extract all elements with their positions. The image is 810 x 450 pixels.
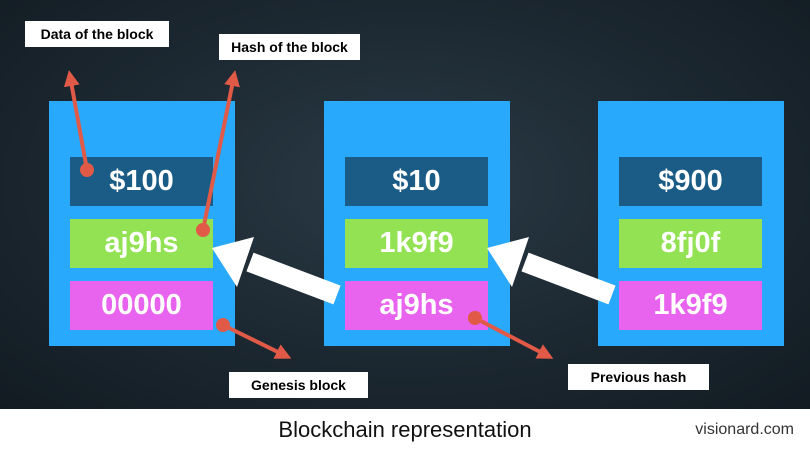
- label-hash-of-the-block: Hash of the block: [219, 34, 360, 60]
- block-3-hash: 8fj0f: [619, 219, 762, 268]
- annotation-arrow-data: [63, 70, 94, 177]
- block-3-prev-hash: 1k9f9: [619, 281, 762, 330]
- block-2-hash: 1k9f9: [345, 219, 488, 268]
- block-3-data: $900: [619, 157, 762, 206]
- brand-watermark: visionard.com: [695, 421, 794, 438]
- annotation-arrow-previous-hash: [468, 311, 554, 359]
- block-2-data: $10: [345, 157, 488, 206]
- block-2: $10 1k9f9 aj9hs: [324, 101, 510, 346]
- link-arrow-block3-to-block2: [487, 237, 616, 305]
- link-arrow-block2-to-block1: [212, 237, 341, 305]
- annotation-arrow-genesis: [216, 318, 292, 359]
- block-2-prev-hash: aj9hs: [345, 281, 488, 330]
- diagram-canvas: $100 aj9hs 00000 $10 1k9f9 aj9hs $900 8f…: [0, 0, 810, 409]
- label-genesis-block: Genesis block: [229, 372, 368, 398]
- label-previous-hash: Previous hash: [568, 364, 709, 390]
- footer-bar: Blockchain representation visionard.com: [0, 409, 810, 450]
- annotation-arrow-hash: [196, 70, 240, 237]
- label-data-of-the-block: Data of the block: [25, 21, 169, 47]
- block-1-data: $100: [70, 157, 213, 206]
- block-3: $900 8fj0f 1k9f9: [598, 101, 784, 346]
- diagram-caption: Blockchain representation: [278, 417, 532, 442]
- block-1-prev-hash: 00000: [70, 281, 213, 330]
- block-1-hash: aj9hs: [70, 219, 213, 268]
- arrows-layer: [63, 70, 616, 359]
